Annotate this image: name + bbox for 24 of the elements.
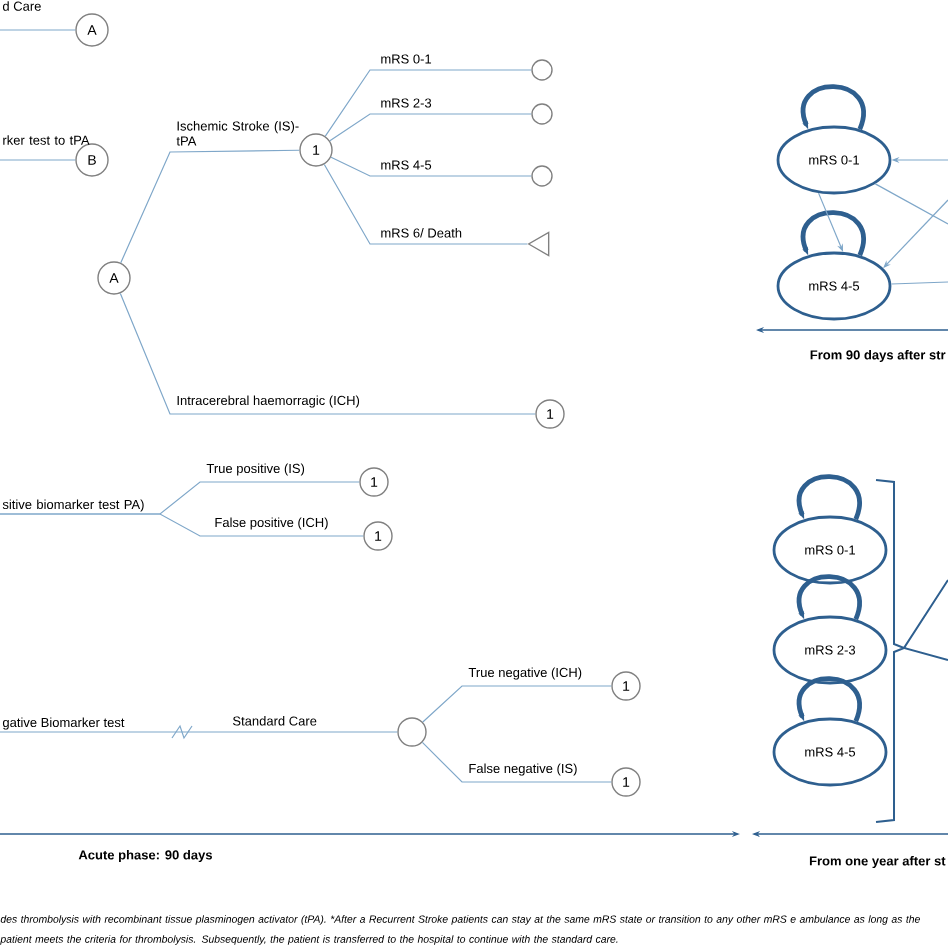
branch-line bbox=[323, 163, 528, 245]
loop-arrow bbox=[800, 210, 866, 256]
branch-line bbox=[119, 292, 536, 415]
terminal-circle bbox=[531, 103, 553, 125]
branch-line bbox=[330, 156, 532, 177]
loop-arrow bbox=[796, 474, 862, 520]
branch-line bbox=[324, 69, 532, 137]
loop-arrow bbox=[800, 84, 866, 130]
terminal-triangle bbox=[527, 231, 550, 257]
chance-circle bbox=[397, 717, 427, 747]
branch-line bbox=[120, 149, 300, 264]
branch-line bbox=[0, 159, 76, 161]
branch-line bbox=[0, 731, 398, 733]
terminal-circle bbox=[531, 59, 553, 81]
branch-line bbox=[0, 513, 364, 537]
branch-line bbox=[874, 183, 948, 225]
loop-arrow bbox=[796, 574, 862, 620]
branch-line bbox=[421, 741, 612, 783]
branch-line bbox=[422, 685, 612, 723]
branch-line bbox=[0, 29, 76, 31]
branch-line bbox=[329, 113, 532, 142]
loop-arrow bbox=[796, 676, 862, 722]
branch-line bbox=[890, 281, 948, 285]
terminal-circle bbox=[531, 165, 553, 187]
